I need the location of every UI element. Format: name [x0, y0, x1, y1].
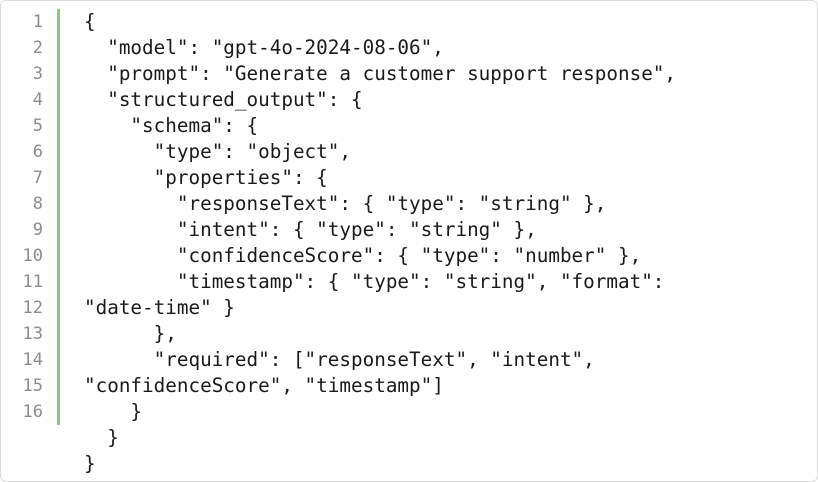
code-line: "schema": {: [84, 114, 259, 137]
code-line: },: [84, 322, 177, 345]
line-number: 7: [32, 168, 43, 188]
code-line: "intent": { "type": "string" },: [84, 218, 537, 241]
line-number: 16: [22, 402, 43, 422]
code-editor: 1 2 3 4 5 6 7 8 9 10 11 12 13 14 15 16 {…: [1, 9, 817, 481]
code-line: "type": "object",: [84, 140, 351, 163]
code-line: "properties": {: [84, 166, 328, 189]
line-number: 11: [22, 272, 43, 292]
line-number: 8: [32, 194, 43, 214]
line-number: 1: [32, 12, 43, 32]
line-number-gutter: 1 2 3 4 5 6 7 8 9 10 11 12 13 14 15 16: [1, 9, 60, 425]
line-number: 4: [32, 90, 43, 110]
line-number: 10: [22, 246, 43, 266]
code-line: "confidenceScore", "timestamp"]: [84, 374, 444, 397]
code-content: { "model": "gpt-4o-2024-08-06", "prompt"…: [84, 9, 804, 477]
code-line: "timestamp": { "type": "string", "format…: [84, 270, 665, 293]
line-number: 6: [32, 142, 43, 162]
line-number: 3: [32, 64, 43, 84]
code-line: "structured_output": {: [84, 88, 363, 111]
code-line: }: [84, 400, 143, 423]
line-number: 2: [32, 38, 43, 58]
line-number: 14: [22, 350, 43, 370]
code-line: }: [84, 426, 119, 449]
code-line: "date-time" }: [84, 296, 235, 319]
code-line: {: [84, 10, 96, 33]
code-line: "responseText": { "type": "string" },: [84, 192, 607, 215]
line-number: 5: [32, 116, 43, 136]
code-line: }: [84, 452, 96, 475]
line-number: 12: [22, 298, 43, 318]
code-line: "model": "gpt-4o-2024-08-06",: [84, 36, 444, 59]
line-number: 9: [32, 220, 43, 240]
code-line: "prompt": "Generate a customer support r…: [84, 62, 677, 85]
code-line: "required": ["responseText", "intent",: [84, 348, 595, 371]
line-number: 13: [22, 324, 43, 344]
code-line: "confidenceScore": { "type": "number" },: [84, 244, 642, 267]
line-number: 15: [22, 376, 43, 396]
